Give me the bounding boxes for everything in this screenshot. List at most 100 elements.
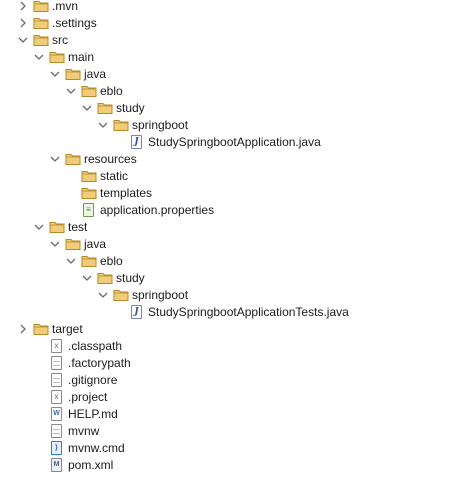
tree-item-label: study — [116, 101, 145, 115]
tree-item-label: StudySpringbootApplication.java — [148, 135, 321, 149]
tree-item-src[interactable]: src — [0, 32, 452, 49]
text-file-icon: ——— — [51, 356, 62, 373]
tree-item-label: eblo — [100, 84, 123, 98]
tree-item-label: springboot — [132, 118, 189, 132]
folder-icon — [33, 33, 49, 48]
tree-item-label: .factorypath — [68, 356, 131, 370]
tree-item-label: .project — [68, 390, 108, 404]
tree-item-label: templates — [100, 186, 153, 200]
tree-item-label: .gitignore — [68, 373, 118, 387]
cmd-file-icon-glyph: ⟩ — [54, 443, 59, 452]
java-file-icon-glyph: J — [134, 307, 139, 317]
tree-item-settings[interactable]: .settings — [0, 15, 452, 32]
text-file-icon-glyph: ——— — [53, 426, 60, 441]
chevron-down-icon[interactable] — [49, 236, 61, 253]
tree-item-help-md[interactable]: W HELP.md — [0, 406, 452, 423]
folder-icon — [81, 84, 97, 99]
text-file-icon-glyph: ——— — [53, 358, 60, 373]
chevron-right-icon[interactable] — [17, 321, 29, 338]
tree-item-label: application.properties — [100, 203, 215, 217]
tree-item-eblo[interactable]: eblo — [0, 83, 452, 100]
tree-item-gitignore[interactable]: ——— .gitignore — [0, 372, 452, 390]
tree-item-label: static — [100, 169, 129, 183]
chevron-down-icon[interactable] — [65, 253, 77, 270]
tree-item-label: src — [52, 33, 68, 47]
chevron-right-icon[interactable] — [17, 0, 29, 15]
tree-item-java[interactable]: java — [0, 66, 452, 83]
tree-item-study[interactable]: study — [0, 270, 452, 287]
tree-item-resources[interactable]: resources — [0, 151, 452, 168]
tree-item-mvn[interactable]: .mvn — [0, 0, 452, 15]
tree-item-java[interactable]: java — [0, 236, 452, 253]
folder-icon — [81, 169, 97, 184]
tree-item-factorypath[interactable]: ——— .factorypath — [0, 355, 452, 373]
folder-icon — [65, 152, 81, 167]
tree-item-mvnw[interactable]: ——— mvnw — [0, 423, 452, 441]
text-file-icon: ——— — [51, 424, 62, 441]
folder-icon — [65, 237, 81, 252]
tree-item-label: target — [52, 322, 83, 336]
chevron-down-icon[interactable] — [97, 117, 109, 134]
tree-item-project[interactable]: x .project — [0, 389, 452, 406]
chevron-down-icon[interactable] — [33, 219, 45, 236]
chevron-down-icon[interactable] — [97, 287, 109, 304]
chevron-down-icon[interactable] — [17, 32, 29, 49]
tree-item-label: .settings — [52, 16, 97, 30]
cmd-file-icon: ⟩ — [51, 441, 62, 455]
tree-item-studyspringbootapplicationtests-java[interactable]: J StudySpringbootApplicationTests.java — [0, 304, 452, 321]
folder-icon — [81, 186, 97, 201]
tree-item-target[interactable]: target — [0, 321, 452, 338]
tree-item-study[interactable]: study — [0, 100, 452, 117]
config-file-icon: x — [51, 390, 62, 404]
tree-item-springboot[interactable]: springboot — [0, 287, 452, 304]
tree-item-label: main — [68, 50, 95, 64]
folder-icon — [49, 220, 65, 235]
tree-item-label: pom.xml — [68, 458, 114, 472]
tree-item-static[interactable]: static — [0, 168, 452, 185]
tree-item-label: test — [68, 220, 88, 234]
folder-icon — [65, 67, 81, 82]
folder-icon — [97, 101, 113, 116]
chevron-down-icon[interactable] — [65, 83, 77, 100]
chevron-down-icon[interactable] — [33, 49, 45, 66]
chevron-down-icon[interactable] — [81, 100, 93, 117]
tree-item-label: study — [116, 271, 145, 285]
tree-item-classpath[interactable]: x.classpath — [0, 338, 452, 355]
tree-item-label: mvnw — [68, 424, 100, 438]
java-file-icon: J — [131, 305, 142, 319]
tree-item-label: mvnw.cmd — [68, 441, 125, 455]
maven-pom-icon-glyph: M — [53, 461, 60, 468]
chevron-right-icon[interactable] — [17, 15, 29, 32]
markdown-file-icon-glyph: W — [53, 410, 60, 417]
text-file-icon: ——— — [51, 373, 62, 390]
tree-item-label: resources — [84, 152, 137, 166]
chevron-down-icon[interactable] — [49, 66, 61, 83]
tree-item-label: springboot — [132, 288, 189, 302]
tree-item-springboot[interactable]: springboot — [0, 117, 452, 134]
properties-file-icon: ≡ — [83, 203, 94, 217]
tree-item-application-properties[interactable]: ≡ application.properties — [0, 202, 452, 219]
maven-pom-icon: M — [51, 458, 62, 472]
folder-icon — [33, 322, 49, 337]
markdown-file-icon: W — [51, 407, 62, 421]
tree-item-label: java — [84, 237, 107, 251]
tree-item-eblo[interactable]: eblo — [0, 253, 452, 270]
tree-item-label: StudySpringbootApplicationTests.java — [148, 305, 349, 319]
chevron-down-icon[interactable] — [49, 151, 61, 168]
java-file-icon-glyph: J — [134, 137, 139, 147]
config-file-icon-glyph: x — [54, 341, 59, 350]
config-file-icon-glyph: x — [54, 392, 59, 401]
tree-item-studyspringbootapplication-java[interactable]: J StudySpringbootApplication.java — [0, 134, 452, 151]
tree-item-test[interactable]: test — [0, 219, 452, 236]
folder-icon — [49, 50, 65, 65]
tree-item-label: HELP.md — [68, 407, 118, 421]
chevron-down-icon[interactable] — [81, 270, 93, 287]
properties-file-icon-glyph: ≡ — [86, 205, 91, 214]
tree-item-main[interactable]: main — [0, 49, 452, 66]
java-file-icon: J — [131, 135, 142, 149]
tree-item-mvnw-cmd[interactable]: ⟩ mvnw.cmd — [0, 440, 452, 457]
folder-icon — [113, 288, 129, 303]
tree-item-templates[interactable]: templates — [0, 185, 452, 202]
